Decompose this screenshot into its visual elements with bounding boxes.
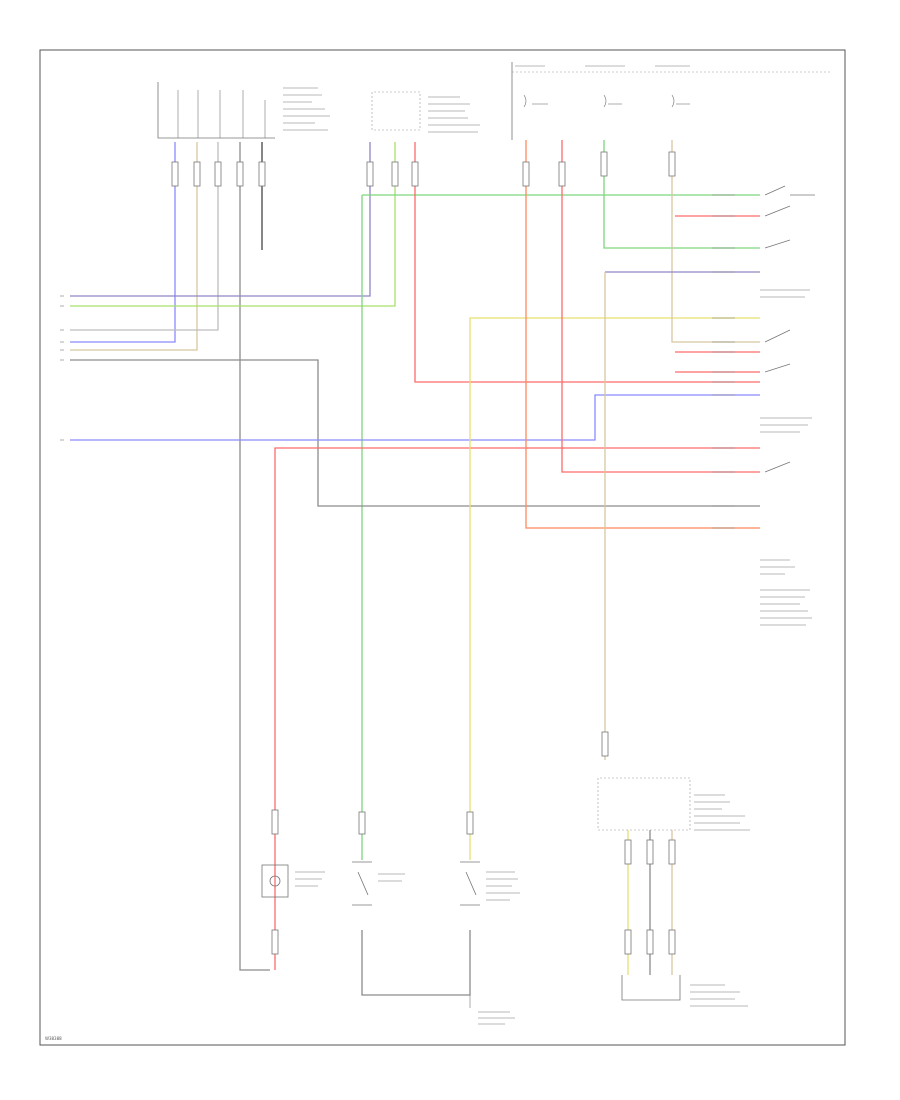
module-top-middle <box>371 91 480 133</box>
connector-plugs <box>171 151 676 955</box>
ground-point <box>469 995 515 1025</box>
wire-set <box>70 140 760 996</box>
right-terminal-area <box>712 185 815 626</box>
diagram-frame <box>39 49 846 1046</box>
footer-code: W38388 <box>45 1036 62 1041</box>
wire-bottom-tie <box>361 930 471 996</box>
wire-blue-long <box>70 394 760 441</box>
wire-gray-left <box>239 142 270 971</box>
wire-gray-row <box>70 359 760 507</box>
wire-red-a <box>414 142 760 383</box>
control-unit-top-left <box>157 82 330 139</box>
lower-right-module <box>597 777 750 1007</box>
bottom-left-component <box>261 864 325 898</box>
wire-green-a <box>70 142 396 307</box>
wire-red-left <box>274 447 760 970</box>
wire-blue <box>70 142 176 343</box>
wire-green-fuse <box>603 140 760 249</box>
wire-lightgray <box>70 142 219 331</box>
fuse-box-top-right <box>511 62 830 140</box>
bottom-middle-switch <box>352 861 405 906</box>
wire-violet-a <box>70 142 371 297</box>
wire-red-fuse <box>561 140 760 473</box>
wire-orange <box>525 140 760 529</box>
wire-tan-a <box>70 142 198 351</box>
left-pin-marks <box>60 295 64 441</box>
bottom-sensor-switch <box>460 861 520 906</box>
wire-yellow <box>469 317 760 860</box>
wire-tan-fuse <box>671 140 760 343</box>
